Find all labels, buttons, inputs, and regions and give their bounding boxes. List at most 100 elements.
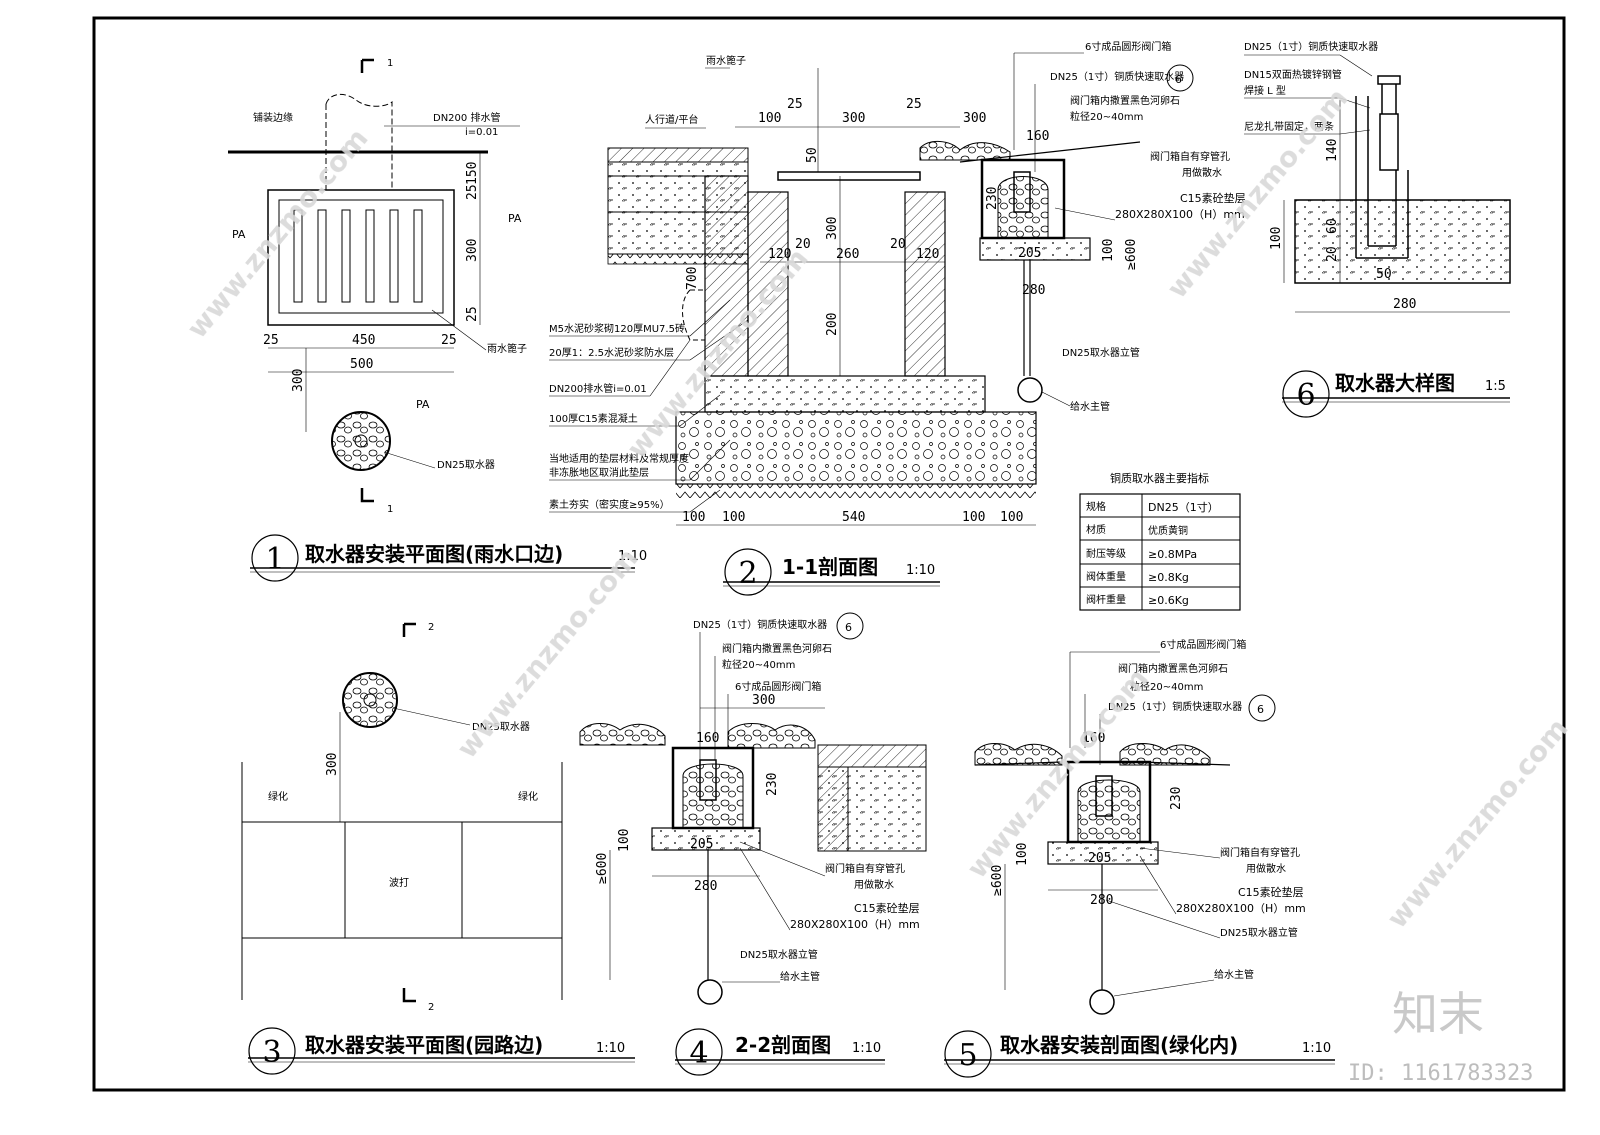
rain-inlet-grate [278,199,444,314]
svg-text:优质黄铜: 优质黄铜 [1148,524,1188,537]
pipe-label: DN200 排水管 [433,111,500,124]
svg-text:100: 100 [1269,227,1284,250]
grate-label: 雨水篦子 [487,342,527,355]
svg-text:230: 230 [1169,787,1184,810]
svg-text:给水主管: 给水主管 [1214,968,1254,981]
svg-text:60: 60 [1325,218,1340,234]
drawing-3-plan: 2 DN25取水器 300 绿化 绿化 波打 2 3 取水器安装平面图(园路边)… [241,622,635,1075]
svg-text:DN25取水器立管: DN25取水器立管 [1220,926,1298,939]
svg-text:6寸成品圆形阀门箱: 6寸成品圆形阀门箱 [1085,40,1171,53]
svg-text:用做散水: 用做散水 [854,878,894,891]
drawing-number-5 [944,1030,992,1078]
main-pipe-symbol [1017,377,1043,403]
green-label-right: 绿化 [518,790,538,803]
tap-label: DN25取水器 [437,459,495,471]
drawing-3-title: 取水器安装平面图(园路边) [305,1033,543,1057]
dim-d1-450: 450 [352,333,375,348]
c15-pad [979,237,1091,261]
dim-d2-20b: 20 [890,237,906,252]
svg-text:阀门箱自有穿管孔: 阀门箱自有穿管孔 [825,862,905,875]
dim-d2-25b: 25 [906,97,922,112]
green-label-left: 绿化 [268,790,288,803]
paving-edge-label: 铺装边缘 [253,111,293,124]
svg-text:6寸成品圆形阀门箱: 6寸成品圆形阀门箱 [735,680,821,693]
drawing-3-scale: 1:10 [596,1041,625,1056]
dim-d1-300b: 300 [291,369,306,392]
slope-label: i=0.01 [465,127,498,138]
c15-pad [651,827,761,851]
svg-text:1: 1 [387,504,393,515]
svg-text:280: 280 [694,879,717,894]
svg-text:≥0.6Kg: ≥0.6Kg [1148,594,1189,607]
svg-text:2: 2 [428,622,434,633]
svg-text:300: 300 [325,753,340,776]
svg-text:阀门箱内撒置黑色河卵石: 阀门箱内撒置黑色河卵石 [1118,662,1228,675]
drawing-2-title: 1-1剖面图 [782,555,878,579]
table-row: 阀杆重量 [1086,593,1126,606]
svg-text:C15素砼垫层: C15素砼垫层 [1238,885,1304,899]
svg-text:205: 205 [690,837,713,852]
svg-text:140: 140 [1325,139,1340,162]
svg-text:阀门箱内撒置黑色河卵石: 阀门箱内撒置黑色河卵石 [722,642,832,655]
drain-pipe-dashed [325,94,393,190]
drawing-6-title: 取水器大样图 [1335,371,1455,395]
drawing-6-detail: DN25（1寸）铜质快速取水器 DN15双面热镀锌钢管 焊接 L 型 尼龙扎带固… [1244,40,1511,418]
dim-d2-300v: 300 [825,217,840,240]
dim-d2-100: 100 [758,111,781,126]
svg-text:非冻胀地区取消此垫层: 非冻胀地区取消此垫层 [549,466,649,479]
svg-text:DN15双面热镀锌钢管: DN15双面热镀锌钢管 [1244,68,1342,81]
dim-d2-260: 260 [836,247,859,262]
surface-layer [607,147,749,163]
dim-d2-20a: 20 [795,237,811,252]
svg-text:50: 50 [1376,267,1392,282]
walkway-label: 人行道/平台 [645,113,698,126]
dim-d1-300: 300 [465,239,480,262]
dim-d2-300b: 300 [963,111,986,126]
svg-text:6: 6 [1175,73,1182,86]
pa-label-bottom: PA [416,398,430,411]
compacted-soil [676,484,1036,498]
svg-text:6寸成品圆形阀门箱: 6寸成品圆形阀门箱 [1160,638,1246,651]
drawing-6-scale: 1:5 [1485,379,1506,394]
svg-text:尼龙扎带固定，两条: 尼龙扎带固定，两条 [1244,120,1334,133]
svg-text:DN200排水管i=0.01: DN200排水管i=0.01 [549,382,647,395]
svg-text:粒径20~40mm: 粒径20~40mm [1070,110,1143,123]
dim-d2-200v: 200 [825,313,840,336]
svg-text:280X280X100（H）mm: 280X280X100（H）mm [790,918,920,931]
spec-table: 铜质取水器主要指标 规格 DN25（1寸） 材质 优质黄铜 耐压等级 ≥0.8M… [1079,471,1241,611]
svg-text:4: 4 [689,1036,708,1071]
concrete-base [704,375,986,413]
dim-d2-120b: 120 [916,247,939,262]
drawing-5-title: 取水器安装剖面图(绿化内) [1000,1033,1238,1057]
dim-d2-100c: 100 [962,510,985,525]
table-title: 铜质取水器主要指标 [1110,471,1209,485]
water-tap-detail [1377,75,1401,171]
grate-slots [293,209,423,303]
svg-text:M5水泥砂浆砌120厚MU7.5砖: M5水泥砂浆砌120厚MU7.5砖 [549,322,685,335]
svg-text:用做散水: 用做散水 [1182,166,1222,179]
svg-text:粒径20~40mm: 粒径20~40mm [1130,680,1203,693]
dim-d2-25a: 25 [787,97,803,112]
table-row: 材质 [1086,523,1106,536]
svg-text:焊接 L 型: 焊接 L 型 [1244,84,1286,97]
pa-label-right: PA [508,212,522,225]
shrub-planting [919,141,1011,161]
rain-inlet-frame [267,189,455,326]
dim-d1-150: 150 [465,162,480,185]
svg-text:280: 280 [1022,283,1045,298]
water-tap-body [1013,171,1031,213]
svg-text:2: 2 [428,1002,434,1013]
svg-text:DN25取水器立管: DN25取水器立管 [1062,346,1140,359]
svg-text:≥600: ≥600 [595,853,610,884]
svg-text:DN25（1寸）铜质快速取水器: DN25（1寸）铜质快速取水器 [693,618,827,631]
svg-text:230: 230 [985,187,1000,210]
svg-text:DN25（1寸）铜质快速取水器: DN25（1寸）铜质快速取水器 [1050,70,1184,83]
section-mark-label: 1 [387,58,393,69]
sheet-border [92,16,1566,1092]
dim-d2-50: 50 [805,147,820,163]
dim-d2-700v: 700 [685,267,700,290]
svg-text:100厚C15素混凝土: 100厚C15素混凝土 [549,412,638,425]
svg-text:160: 160 [696,731,719,746]
drain-pipe-section [682,289,705,341]
